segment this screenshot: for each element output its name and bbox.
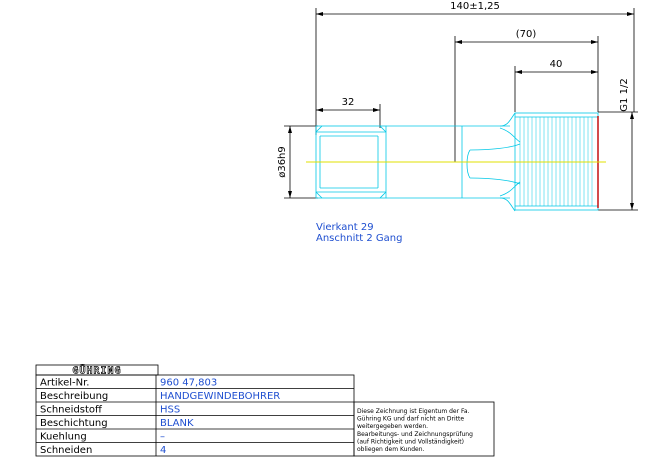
title-block-label: Kuehlung: [40, 432, 87, 443]
disclaimer-line: weitergegeben werden.: [357, 423, 428, 430]
disclaimer-line: Gühring KG und darf nicht an Dritte: [357, 416, 464, 423]
title-block-label: Beschichtung: [40, 418, 108, 429]
title-block-label: Artikel-Nr.: [40, 378, 89, 389]
title-block-value: 960 47,803: [160, 378, 217, 389]
title-block-value: BLANK: [160, 418, 194, 429]
disclaimer-line: Diese Zeichnung ist Eigentum der Fa.: [357, 408, 470, 415]
dim-square-length: 32: [342, 97, 355, 108]
dimension-lines: [284, 8, 638, 211]
disclaimer-line: obliegen dem Kunden.: [357, 446, 425, 453]
brand-logo: GÜHRING: [72, 363, 121, 377]
title-block-label: Schneidstoff: [40, 405, 103, 416]
title-block-value: HANDGEWINDEBOHRER: [160, 391, 280, 402]
title-block-value: HSS: [160, 405, 180, 416]
title-block: GÜHRING: [35, 362, 495, 457]
dim-thread-size: G1 1/2: [619, 78, 630, 111]
dim-thread-length: 40: [550, 59, 563, 70]
note-square: Vierkant 29: [316, 222, 374, 233]
dim-ref-length: (70): [516, 29, 537, 40]
title-block-label: Beschreibung: [40, 391, 108, 402]
disclaimer-line: (auf Richtigkeit und Vollständigkeit): [357, 438, 464, 445]
note-chamfer: Anschnitt 2 Gang: [316, 233, 402, 244]
title-block-disclaimer: Diese Zeichnung ist Eigentum der Fa.Gühr…: [357, 408, 473, 453]
thread-hatching: [519, 117, 593, 206]
dimension-arrows: [288, 12, 634, 210]
dim-shank-diameter: ø36h9: [277, 146, 288, 178]
disclaimer-line: Bearbeitungs- und Zeichnungsprüfung: [357, 431, 473, 438]
title-block-value: –: [160, 432, 165, 443]
title-block-value: 4: [160, 445, 166, 456]
dim-overall-length: 140±1,25: [450, 1, 500, 12]
title-block-label: Schneiden: [40, 445, 92, 456]
